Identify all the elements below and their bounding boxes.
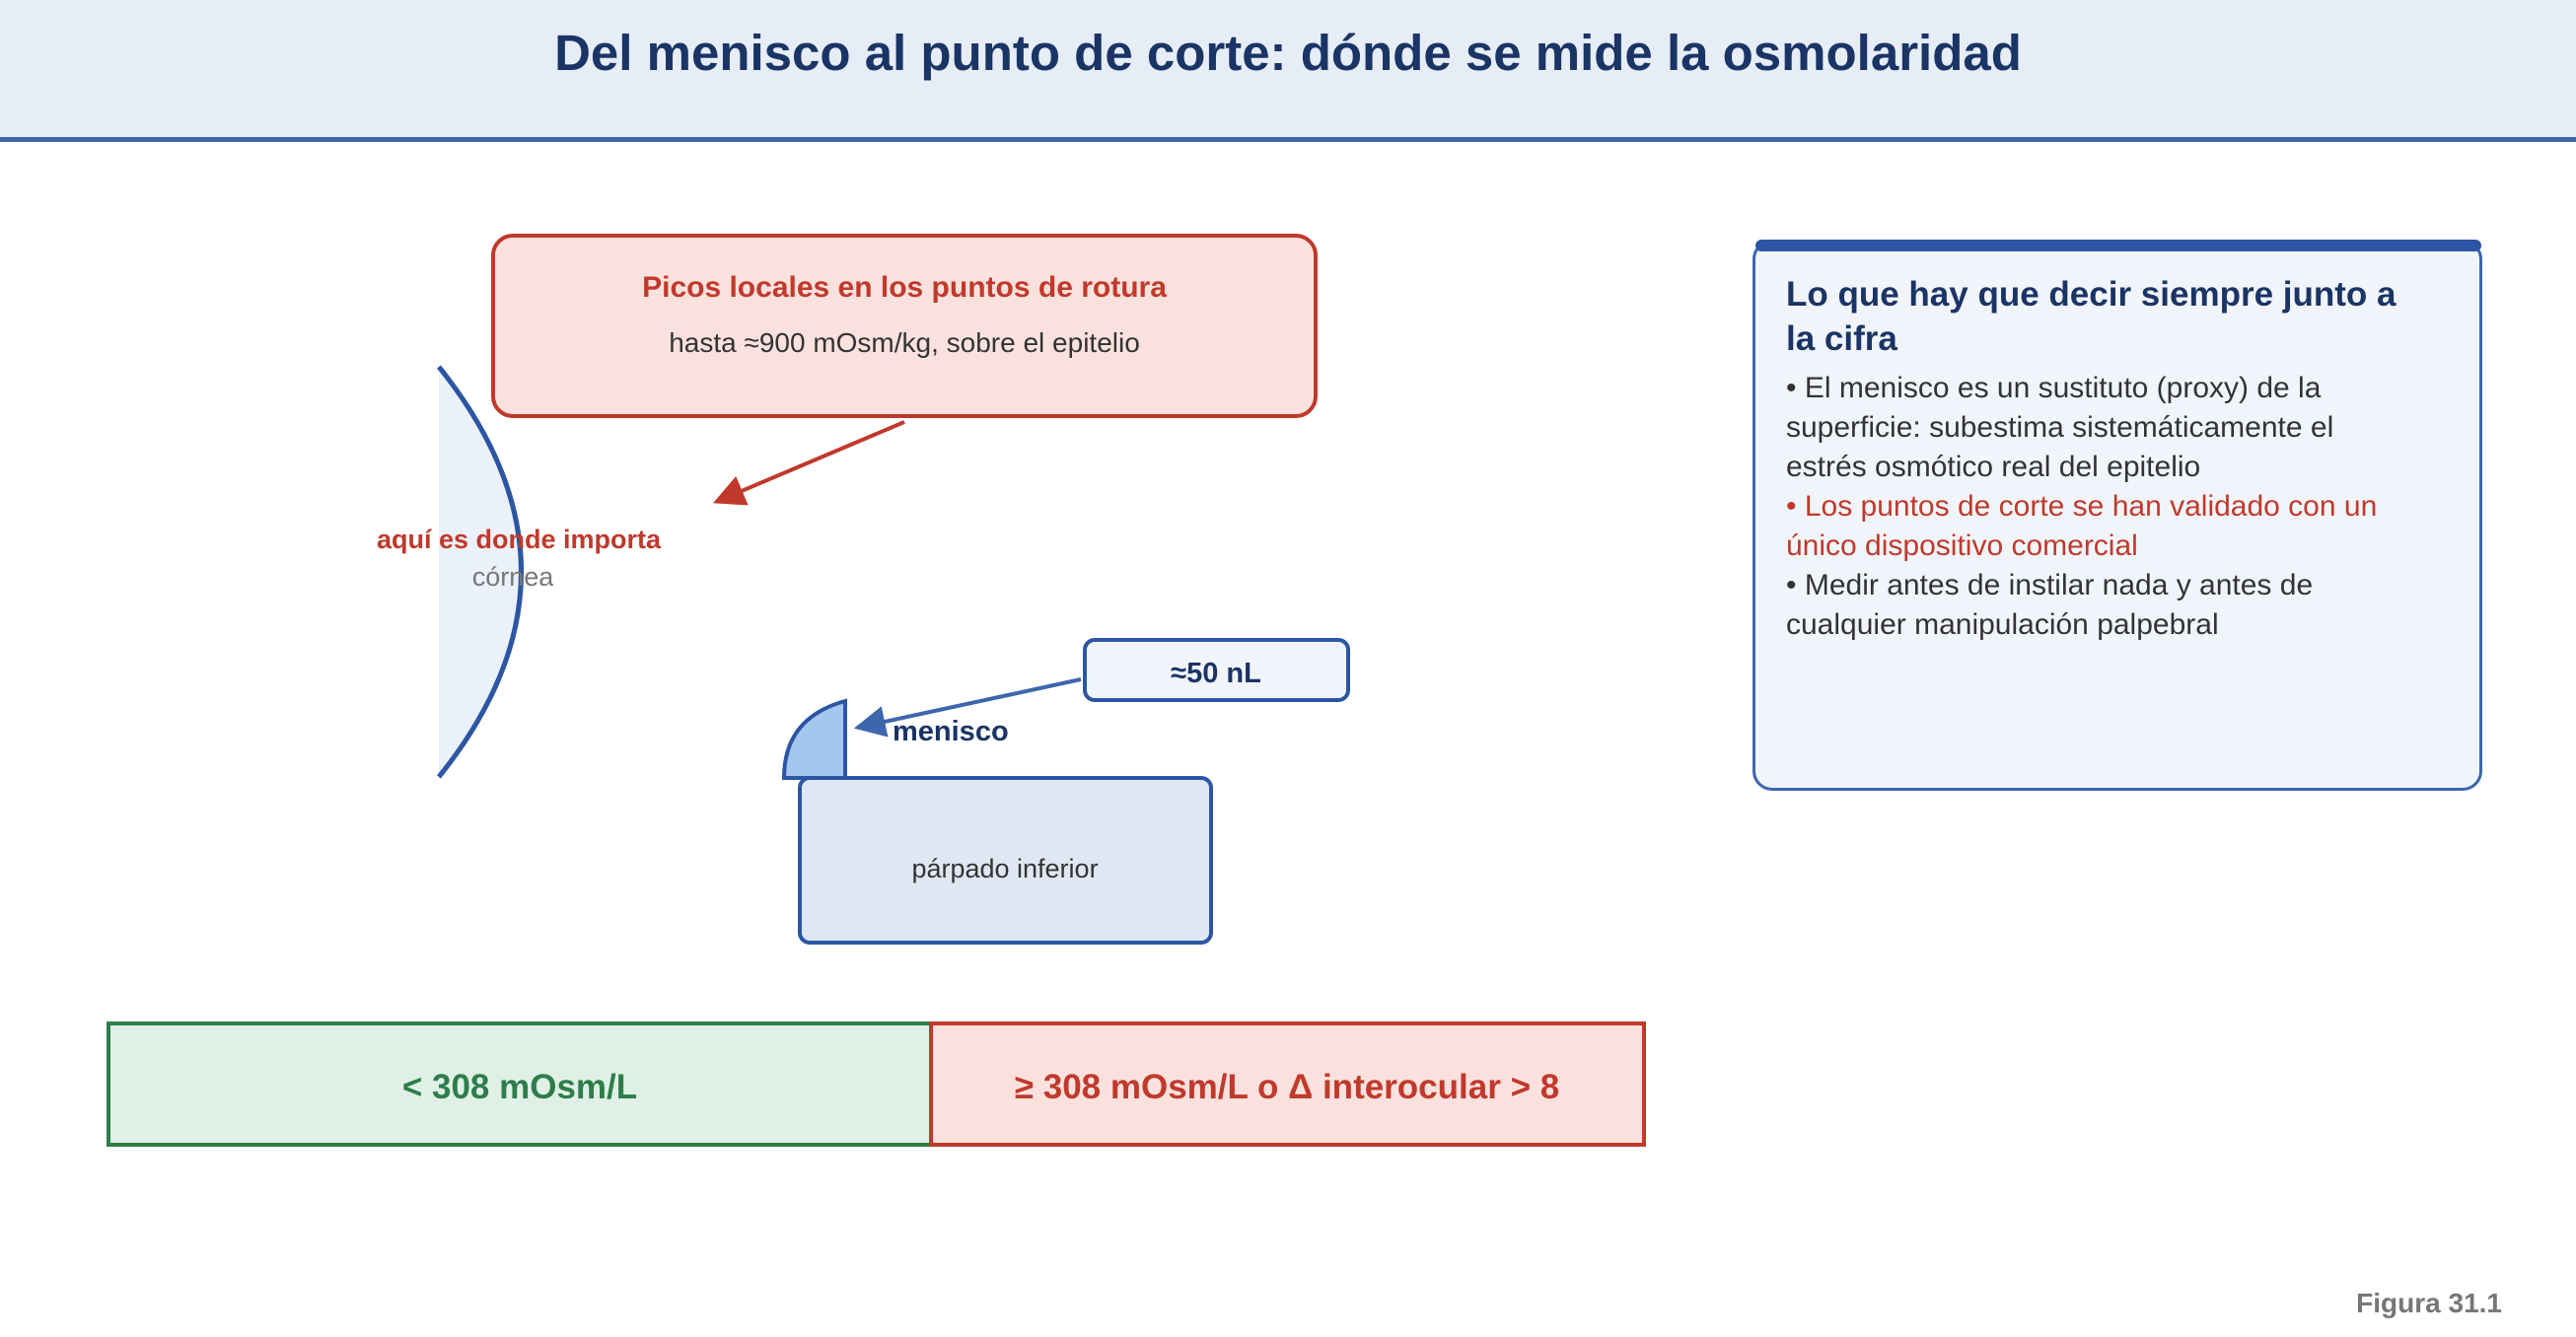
page-title: Del menisco al punto de corte: dónde se … xyxy=(554,25,2022,81)
meniscus-label: menisco xyxy=(893,716,1009,747)
header-banner: Del menisco al punto de corte: dónde se … xyxy=(0,0,2576,142)
eyelid-box xyxy=(798,776,1213,945)
cornea-outline xyxy=(437,365,524,779)
threshold-abnormal-label: ≥ 308 mOsm/L o Δ interocular > 8 xyxy=(1015,1068,1559,1106)
eyelid-label: párpado inferior xyxy=(911,854,1098,883)
cornea-label: córnea xyxy=(472,562,555,592)
side-panel-list: • El menisco es un sustituto (proxy) de … xyxy=(1786,369,2417,645)
side-panel xyxy=(1753,240,2482,791)
threshold-abnormal xyxy=(929,1021,1646,1147)
volume-arrow xyxy=(853,677,1082,738)
volume-callout-text: ≈50 nL xyxy=(1171,658,1261,689)
volume-callout xyxy=(1083,638,1350,702)
meniscus-shape xyxy=(781,698,847,780)
side-panel-title: Lo que hay que decir siempre junto a la … xyxy=(1786,275,2397,358)
peaks-callout-text: hasta ≈900 mOsm/kg, sobre el epitelio xyxy=(669,327,1140,358)
peaks-callout-title: Picos locales en los puntos de rotura xyxy=(642,271,1167,304)
side-panel-item: • Los puntos de corte se han validado co… xyxy=(1786,490,2378,562)
side-panel-item: • Medir antes de instilar nada y antes d… xyxy=(1786,569,2314,641)
figure-label: Figura 31.1 xyxy=(2356,1288,2502,1318)
peaks-callout xyxy=(491,234,1318,418)
peaks-arrow xyxy=(713,420,905,506)
threshold-normal-label: < 308 mOsm/L xyxy=(402,1068,637,1106)
side-panel-accent-bar xyxy=(1755,240,2481,251)
cornea-highlight-label: aquí es donde importa xyxy=(377,525,662,554)
side-panel-item: • El menisco es un sustituto (proxy) de … xyxy=(1786,372,2334,483)
